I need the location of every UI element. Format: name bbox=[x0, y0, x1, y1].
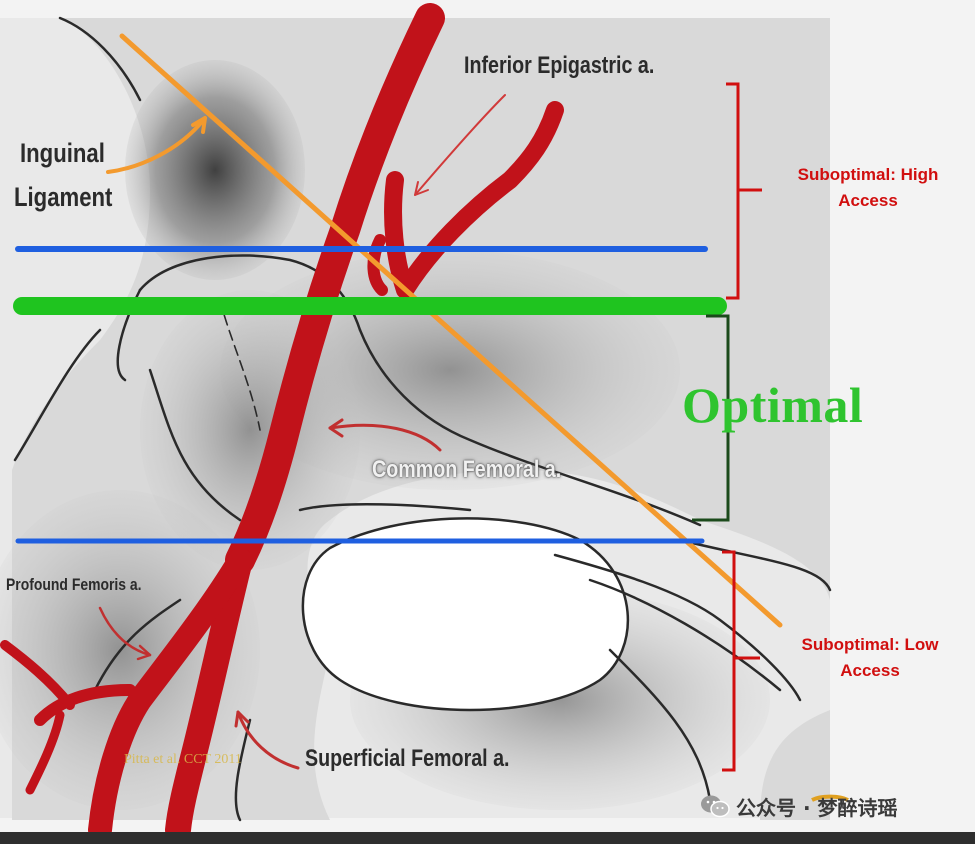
profound-branch-1 bbox=[34, 684, 136, 726]
anatomy-outlines bbox=[13, 16, 832, 822]
inferior-epigastric-artery bbox=[384, 101, 564, 299]
profound-branch-3 bbox=[25, 710, 65, 795]
suboptimal-high-line1: Suboptimal: High bbox=[797, 165, 939, 184]
obturator-foramen bbox=[301, 517, 630, 712]
pointer-arrows bbox=[98, 94, 506, 770]
bottom-bar bbox=[0, 832, 975, 844]
superficial-pointer-arrow bbox=[236, 710, 300, 770]
common-femoral-pointer-arrow bbox=[328, 423, 442, 452]
suboptimal-low-line1: Suboptimal: Low bbox=[801, 635, 939, 654]
profound-femoris-label: Profound Femoris a. bbox=[6, 575, 142, 594]
optimal-bracket bbox=[692, 314, 730, 522]
citation-text: Pitta et al. CCT 2011 bbox=[124, 752, 242, 767]
suboptimal-high-label: Suboptimal: High Access bbox=[778, 162, 958, 214]
suboptimal-high-line2: Access bbox=[838, 191, 898, 210]
common-femoral-label: Common Femoral a. bbox=[372, 456, 562, 483]
superficial-femoral-artery bbox=[165, 547, 253, 843]
watermark: 公众号 · 梦醉诗瑶 bbox=[700, 790, 898, 822]
suboptimal-low-line2: Access bbox=[840, 661, 900, 680]
low-access-bracket bbox=[722, 550, 760, 772]
suboptimal-low-label: Suboptimal: Low Access bbox=[780, 632, 960, 684]
watermark-text: 公众号 · 梦醉诗瑶 bbox=[736, 795, 898, 820]
inguinal-ligament-label-line2: Ligament bbox=[14, 182, 113, 212]
superficial-femoral-label: Superficial Femoral a. bbox=[305, 745, 510, 772]
inguinal-ligament-label-line1: Inguinal bbox=[20, 138, 105, 168]
profound-pointer-arrow bbox=[98, 606, 152, 657]
inguinal-ligament-line bbox=[119, 33, 783, 628]
watermark-smear bbox=[811, 794, 849, 802]
optimal-label: Optimal bbox=[682, 377, 864, 433]
profound-branch-2 bbox=[0, 640, 75, 710]
wechat-icon bbox=[701, 795, 730, 818]
inferior-epigastric-label: Inferior Epigastric a. bbox=[464, 52, 655, 79]
inguinal-pointer-arrow bbox=[106, 116, 207, 174]
epigastric-pointer-arrow bbox=[414, 94, 506, 196]
high-access-bracket bbox=[726, 82, 762, 300]
profound-femoris-artery bbox=[88, 548, 252, 842]
